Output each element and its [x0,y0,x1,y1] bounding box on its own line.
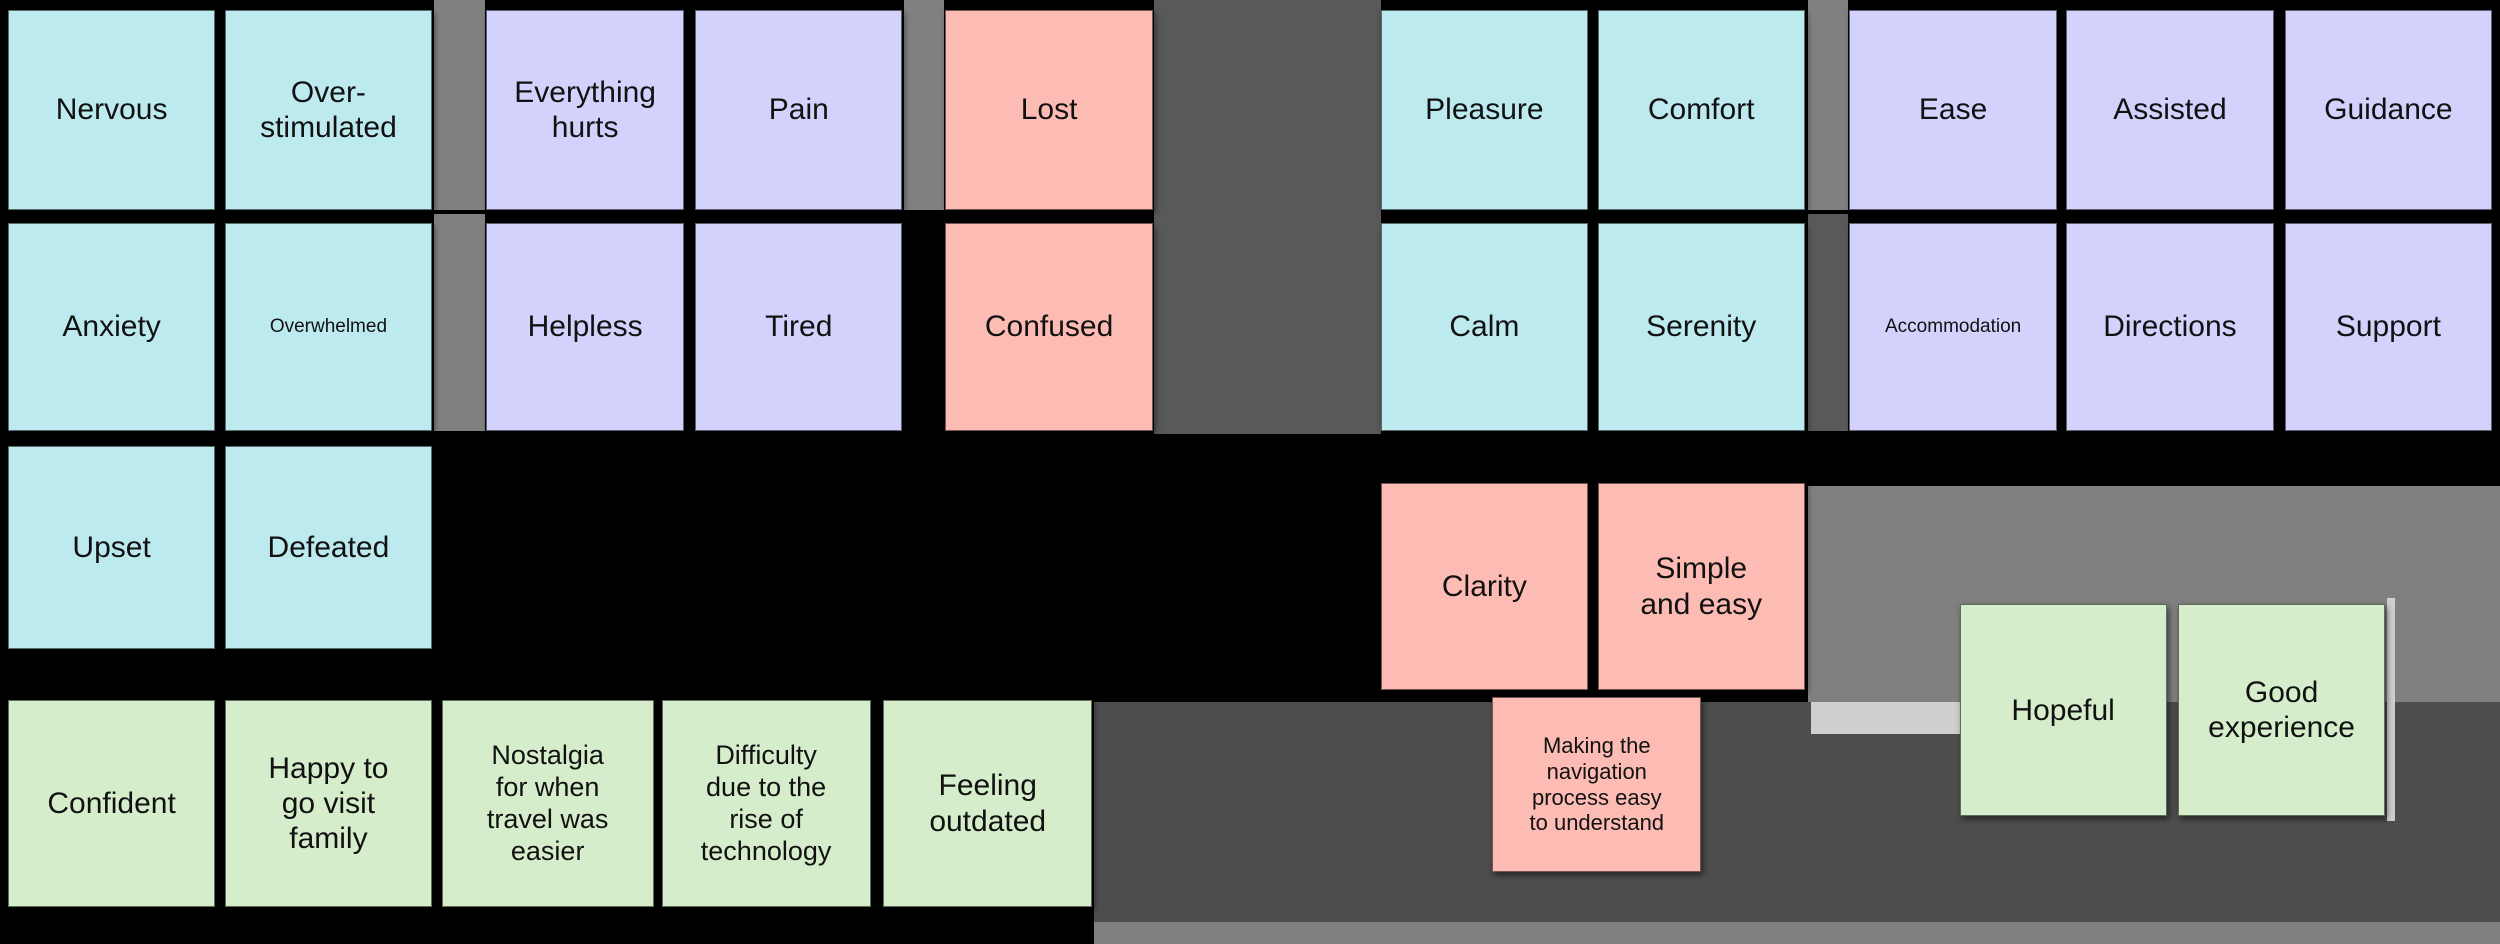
sticky-note-label: Calm [1449,310,1520,344]
sticky-note-label: Support [2335,310,2441,344]
sticky-note-label: Serenity [1646,310,1757,344]
sticky-note[interactable]: Assisted [2066,9,2274,211]
sticky-note[interactable]: Upset [7,446,216,649]
sticky-note[interactable]: Over-stimulated [224,9,433,211]
plate-highlight-strip [1811,701,1965,734]
sticky-note[interactable]: Confused [945,223,1153,431]
plate-row2-gap-right [1808,213,1848,431]
plate-top-gap-right [1808,0,1848,211]
sticky-note-label: Defeated [267,531,390,565]
sticky-note[interactable]: Directions [2066,223,2274,431]
sticky-note-label: Pain [768,93,829,127]
sticky-note[interactable]: Anxiety [7,223,216,431]
plate-center-dark [1154,0,1381,434]
plate-bottom-strip [1093,921,2500,944]
sticky-note-label: Ease [1918,93,1988,127]
sticky-note-label: Assisted [2113,93,2227,127]
sticky-note-label: Accommodation [1885,315,2022,337]
sticky-note-label: Nervous [55,93,168,127]
sticky-note[interactable]: Defeated [224,446,433,649]
sticky-note[interactable]: Support [2284,223,2493,431]
sticky-note-label: Upset [72,531,151,565]
sticky-note[interactable]: Serenity [1597,223,1805,431]
sticky-note-label: Directions [2103,310,2237,344]
sticky-note-label: Anxiety [62,310,161,344]
sticky-note-label: Comfort [1647,93,1755,127]
sticky-note[interactable]: Calm [1380,223,1588,431]
sticky-note-label: Pleasure [1425,93,1544,127]
sticky-note[interactable]: Comfort [1597,9,1805,211]
sticky-note-label: Overwhelmed [269,315,388,337]
sticky-note[interactable]: Pain [695,9,903,211]
sticky-note[interactable]: Clarity [1380,483,1588,691]
sticky-note[interactable]: Ease [1849,9,2057,211]
sticky-note[interactable]: Overwhelmed [224,223,433,431]
sticky-note-label: Clarity [1441,570,1527,604]
plate-top-gap-left [433,0,485,211]
sticky-note[interactable]: Confident [7,700,216,908]
sticky-note-label: Confused [984,310,1114,344]
sticky-note[interactable]: Guidance [2284,9,2493,211]
plate-top-gap-mid [904,0,944,211]
sticky-note-label: Hopeful [2011,693,2115,727]
sticky-note-label: Guidance [2324,93,2453,127]
sticky-note[interactable]: Helpless [486,223,684,431]
sticky-note-label: Lost [1020,93,1078,127]
sticky-note[interactable]: Pleasure [1380,9,1588,211]
plate-right-notch [2386,597,2395,822]
sticky-note[interactable]: Nervous [7,9,216,211]
sticky-note-label: Tired [765,310,833,344]
sticky-note[interactable]: Tired [695,223,903,431]
sticky-note-label: Helpless [527,310,643,344]
sticky-note-label: Confident [47,786,176,820]
sticky-note[interactable]: Accommodation [1849,223,2057,431]
sticky-note-label: Over-stimulated [260,75,397,145]
sticky-note[interactable]: Hopeful [1959,604,2167,817]
plate-row2-gap-left [433,213,485,431]
sticky-note[interactable]: Lost [945,9,1153,211]
